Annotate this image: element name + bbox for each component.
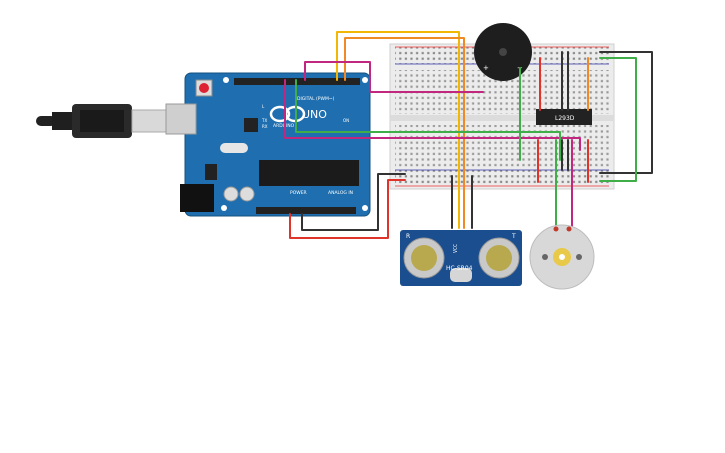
arduino-model: UNO (302, 108, 327, 121)
l-label: L (262, 104, 265, 109)
wire-black-gnd (301, 173, 406, 231)
hc-sr04-sensor: VCC HC-SR04 R T (400, 230, 522, 286)
usb-cable (36, 104, 169, 138)
sensor-pin-vcc: VCC (453, 244, 459, 253)
wire-yellow (336, 31, 460, 229)
l293d-driver: L293D (536, 109, 592, 125)
sensor-model: HC-SR04 (446, 265, 473, 272)
sensor-r-label: R (406, 233, 410, 240)
analog-label: ANALOG IN (328, 190, 353, 196)
wire-green-right (599, 57, 637, 182)
sensor-t-label: T (511, 233, 516, 240)
atmega-chip (259, 160, 359, 186)
buzzer-plus: + (483, 64, 489, 72)
wire-black-right (599, 51, 653, 174)
wire-magenta-1 (304, 61, 484, 93)
on-label: ON (343, 118, 349, 123)
power-label: POWER (290, 190, 307, 196)
arduino-uno-board: UNO ARDUINO DIGITAL (PWM~) POWER ANALOG … (165, 72, 371, 217)
usb-port (165, 103, 197, 135)
wires (284, 31, 653, 239)
wire-red-power (289, 179, 406, 239)
power-jack (180, 184, 214, 212)
digital-label: DIGITAL (PWM~) (297, 96, 335, 102)
driver-label: L293D (555, 115, 575, 122)
rx-label: RX (262, 124, 268, 129)
dc-motor (529, 224, 595, 290)
wire-magenta-2 (284, 79, 581, 151)
tx-label: TX (261, 118, 267, 123)
wire-green-1 (295, 79, 561, 161)
buzzer: + − (474, 23, 532, 81)
power-analog-header (256, 207, 356, 214)
arduino-brand: ARDUINO (273, 123, 295, 129)
